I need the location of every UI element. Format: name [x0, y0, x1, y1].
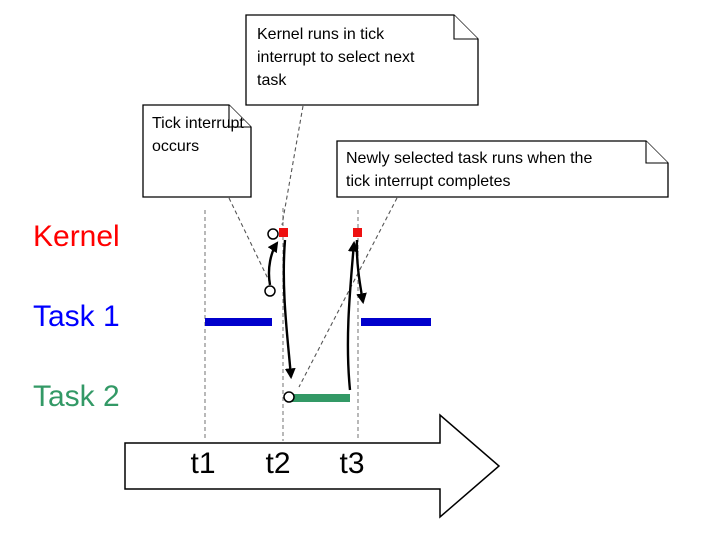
kernel-run-mark-t3 [353, 228, 362, 237]
note-kernel-runs-shape [245, 14, 479, 106]
leader-tick-interrupt-note [228, 197, 272, 286]
timeline-arrow [124, 413, 501, 519]
tick-label-t3: t3 [339, 447, 365, 480]
note-kernel-runs: Kernel runs in tick interrupt to select … [257, 26, 415, 90]
row-label-task1: Task 1 [33, 300, 120, 333]
leader-newly-selected-note [298, 197, 398, 388]
task2-run-bar [289, 394, 350, 402]
switch-arrow-kernel-to-task1 [355, 239, 367, 305]
tick-event-circle-task1 [264, 285, 276, 297]
note-tick-interrupt-shape [142, 104, 252, 198]
kernel-run-mark-t2 [279, 228, 288, 237]
tick-label-t2: t2 [265, 447, 291, 480]
switch-arrow-kernel-to-task2 [282, 239, 296, 380]
leader-kernel-runs-note [281, 105, 304, 226]
switch-arrow-task2-to-kernel [346, 240, 359, 391]
tick-event-circle-kernel [267, 228, 279, 240]
row-label-task2: Task 2 [33, 380, 120, 413]
row-label-kernel: Kernel [33, 220, 120, 253]
task1-run-bar-1 [205, 318, 272, 326]
tick-label-t1: t1 [190, 447, 216, 480]
note-newly-selected: Newly selected task runs when the tick i… [346, 150, 593, 191]
task2-start-circle [283, 391, 295, 403]
note-newly-selected-shape [336, 140, 669, 198]
task1-run-bar-2 [361, 318, 431, 326]
note-tick-interrupt: Tick interrupt occurs [152, 115, 244, 156]
switch-arrow-task1-to-kernel [267, 241, 279, 286]
